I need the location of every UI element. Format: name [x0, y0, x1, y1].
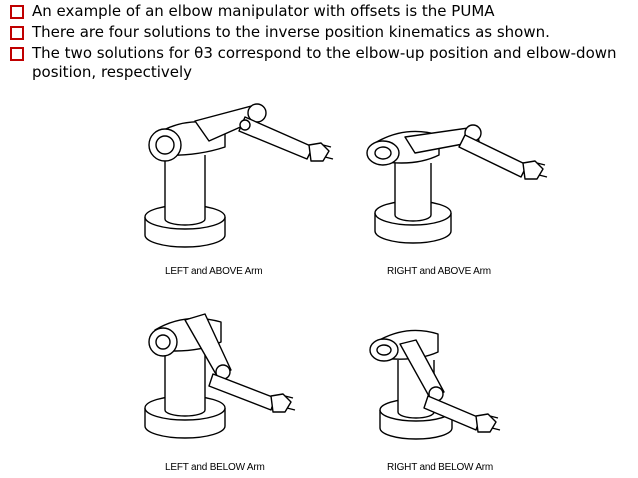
bullet-item: An example of an elbow manipulator with … — [10, 2, 632, 21]
checkbox-bullet-icon — [10, 47, 24, 61]
bullet-text: There are four solutions to the inverse … — [32, 23, 550, 41]
figure-caption: RIGHT and BELOW Arm — [387, 462, 494, 473]
figure-caption: LEFT and ABOVE Arm — [165, 266, 263, 277]
robot-figure-left-below — [135, 300, 335, 450]
figure-caption: RIGHT and ABOVE Arm — [387, 266, 491, 277]
bullet-list: An example of an elbow manipulator with … — [10, 2, 632, 84]
robot-arm-illustration — [366, 124, 548, 244]
bullet-item: The two solutions for θ3 correspond to t… — [10, 44, 632, 82]
robot-arm-illustration — [369, 329, 501, 440]
robot-arm-illustration — [144, 313, 296, 439]
figure-caption: LEFT and BELOW Arm — [165, 462, 265, 473]
bullet-text: An example of an elbow manipulator with … — [32, 2, 495, 20]
checkbox-bullet-icon — [10, 26, 24, 40]
checkbox-bullet-icon — [10, 5, 24, 19]
robot-figure-left-above — [135, 95, 345, 265]
robot-figure-right-below — [360, 310, 560, 460]
robot-figure-right-above — [355, 105, 555, 265]
bullet-item: There are four solutions to the inverse … — [10, 23, 632, 42]
robot-arm-illustration — [144, 103, 334, 248]
bullet-text: The two solutions for θ3 correspond to t… — [32, 44, 617, 81]
